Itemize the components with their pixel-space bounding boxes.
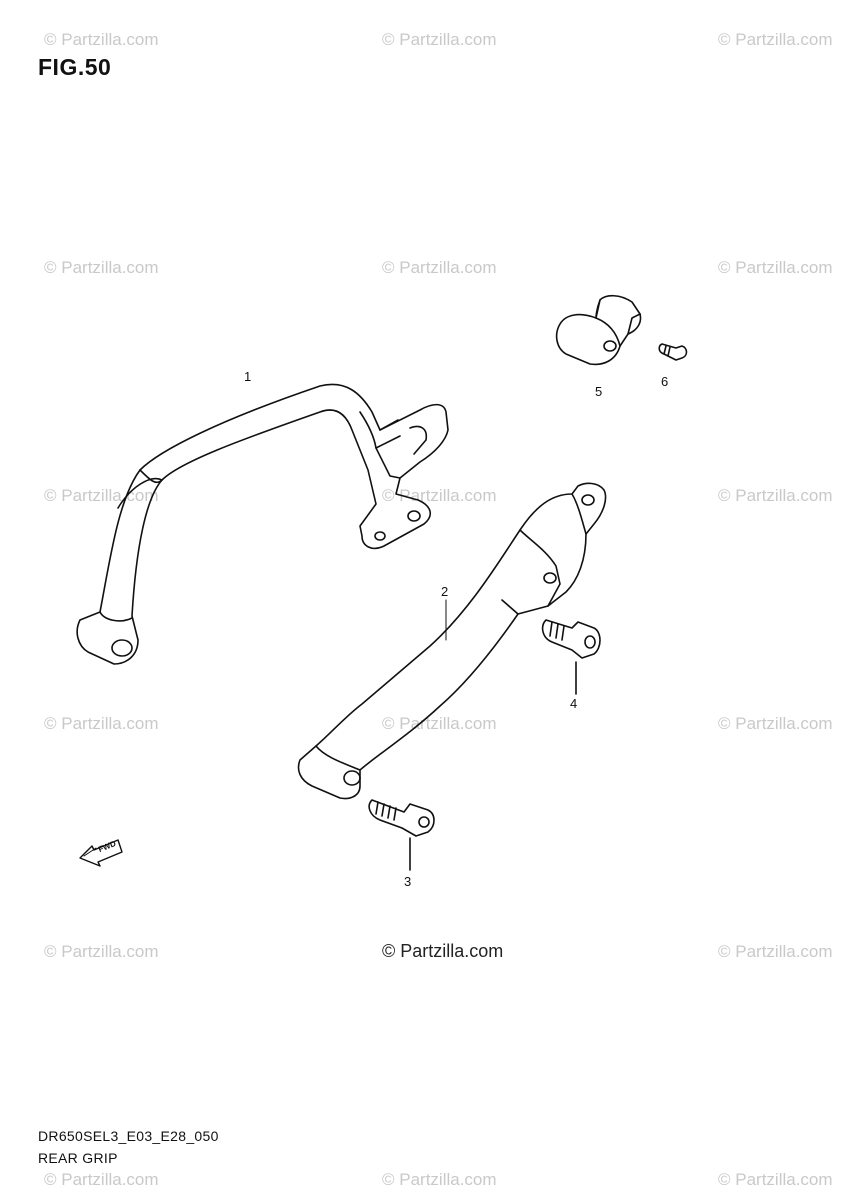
callout-part-1: 1 — [244, 369, 252, 384]
bolt-4[interactable] — [541, 619, 601, 695]
figure-title: FIG.50 — [38, 54, 112, 80]
rear-grip-left[interactable] — [76, 383, 449, 665]
watermark-r2-c2: © Partzilla.com — [382, 258, 497, 277]
watermark-r3-c3: © Partzilla.com — [718, 486, 833, 505]
watermark-r2-c3: © Partzilla.com — [718, 258, 833, 277]
fwd-arrow-icon — [79, 839, 123, 867]
callout-part-3: 3 — [404, 874, 412, 889]
watermark-r1-c3: © Partzilla.com — [718, 30, 833, 49]
cushion-5[interactable] — [555, 294, 642, 366]
watermark-r4-c2: © Partzilla.com — [382, 714, 497, 733]
watermark-r2-c1: © Partzilla.com — [44, 258, 159, 277]
callout-part-2: 2 — [441, 584, 449, 599]
watermark-r1-c1: © Partzilla.com — [44, 30, 159, 49]
watermark-r3-c1: © Partzilla.com — [44, 486, 159, 505]
callout-part-4: 4 — [570, 696, 578, 711]
watermark-r1-c2: © Partzilla.com — [382, 30, 497, 49]
watermark-r6-c2: © Partzilla.com — [382, 1170, 497, 1189]
watermark-r4-c3: © Partzilla.com — [718, 714, 833, 733]
bolt-3[interactable] — [368, 799, 435, 871]
figure-name: REAR GRIP — [38, 1150, 118, 1166]
callout-part-5: 5 — [595, 384, 603, 399]
watermark-r6-c1: © Partzilla.com — [44, 1170, 159, 1189]
watermark-r3-c2: © Partzilla.com — [382, 486, 497, 505]
watermark-r5-c3: © Partzilla.com — [718, 942, 833, 961]
screw-6[interactable] — [658, 343, 688, 361]
watermark-r4-c1: © Partzilla.com — [44, 714, 159, 733]
figure-code: DR650SEL3_E03_E28_050 — [38, 1128, 219, 1144]
watermark-r5-c1: © Partzilla.com — [44, 942, 159, 961]
callout-part-6: 6 — [661, 374, 669, 389]
rear-grip-right[interactable] — [297, 482, 607, 800]
watermark-r6-c3: © Partzilla.com — [718, 1170, 833, 1189]
copyright-credit: © Partzilla.com — [382, 941, 504, 961]
